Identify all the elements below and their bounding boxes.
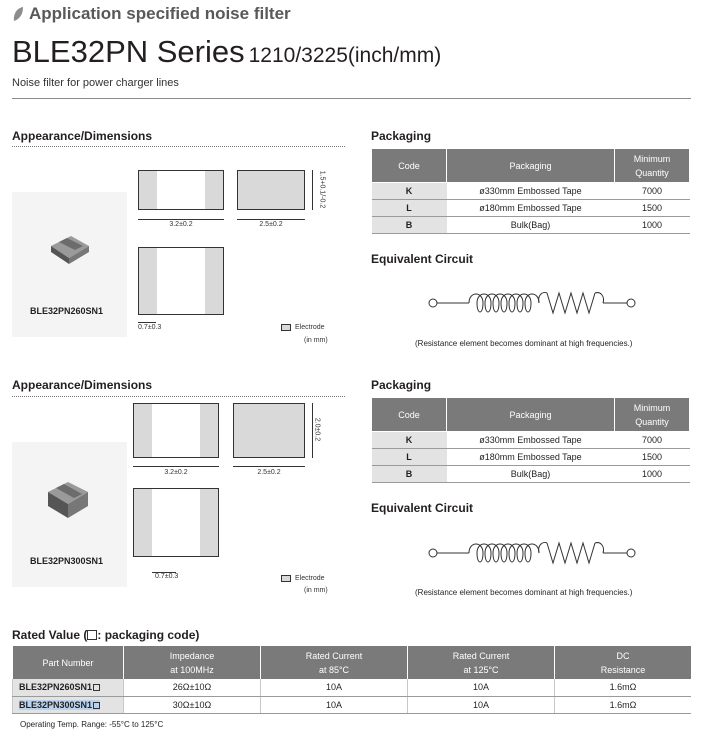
circuit-title-1: Equivalent Circuit bbox=[371, 252, 474, 266]
dim-electrode-label-1: 0.7±0.3 bbox=[138, 324, 162, 331]
dim-width-label-1: 2.5±0.2 bbox=[259, 221, 283, 228]
dim-line bbox=[133, 466, 219, 467]
circuit-caption-2: (Resistance element becomes dominant at … bbox=[415, 588, 633, 597]
packaging-title-2: Packaging bbox=[371, 378, 432, 392]
unit-label-1: (in mm) bbox=[304, 337, 328, 344]
dim-length-label-1: 3.2±0.2 bbox=[169, 221, 193, 228]
appearance-title-1: Appearance/Dimensions bbox=[12, 129, 153, 143]
dim-top-view-2 bbox=[133, 403, 219, 458]
dim-line bbox=[312, 170, 313, 210]
dim-line bbox=[312, 403, 313, 458]
col-header: Code bbox=[371, 397, 447, 432]
table-row: K ø330mm Embossed Tape 7000 bbox=[371, 431, 690, 449]
col-header: Packaging bbox=[446, 148, 615, 183]
section-divider bbox=[12, 146, 345, 147]
packaging-code-box bbox=[93, 701, 101, 709]
dim-side-view-1 bbox=[237, 170, 305, 210]
section-divider bbox=[12, 396, 345, 397]
chip-photo-2 bbox=[48, 482, 88, 518]
table-row: BLE32PN260SN1 26Ω±10Ω 10A 10A 1.6mΩ bbox=[12, 679, 691, 697]
table-row: L ø180mm Embossed Tape 1500 bbox=[371, 199, 690, 217]
electrode-legend-swatch bbox=[281, 324, 291, 331]
dim-line bbox=[233, 466, 305, 467]
table-row: L ø180mm Embossed Tape 1500 bbox=[371, 448, 690, 466]
electrode-legend-swatch bbox=[281, 575, 291, 582]
part-label-2: BLE32PN300SN1 bbox=[30, 556, 104, 566]
chip-photo-1 bbox=[51, 236, 89, 264]
table-row: B Bulk(Bag) 1000 bbox=[371, 216, 690, 234]
dim-front-view-2 bbox=[133, 488, 219, 557]
header-divider bbox=[12, 98, 691, 99]
product-photo-panel-1 bbox=[12, 192, 127, 337]
part-label-1: BLE32PN260SN1 bbox=[30, 306, 104, 316]
equivalent-circuit-diagram-1 bbox=[428, 291, 636, 315]
electrode-legend-1: Electrode bbox=[295, 324, 325, 331]
leaf-icon bbox=[13, 7, 23, 21]
dim-line bbox=[138, 322, 156, 323]
electrode-legend-2: Electrode bbox=[295, 575, 325, 582]
dim-length-label-2: 3.2±0.2 bbox=[164, 469, 188, 476]
size-code: 1210/3225(inch/mm) bbox=[248, 44, 442, 67]
circuit-caption-1: (Resistance element becomes dominant at … bbox=[415, 339, 633, 348]
col-header: Code bbox=[371, 148, 447, 183]
rated-title: Rated Value (: packaging code) bbox=[12, 628, 200, 642]
col-header: Packaging bbox=[446, 397, 615, 432]
packaging-title-1: Packaging bbox=[371, 129, 432, 143]
unit-label-2: (in mm) bbox=[304, 587, 328, 594]
series-name: BLE32PN Series bbox=[12, 34, 245, 69]
category-text: Application specified noise filter bbox=[29, 4, 291, 23]
subtitle: Noise filter for power charger lines bbox=[12, 77, 179, 89]
dim-line bbox=[138, 219, 224, 220]
dim-line bbox=[237, 219, 305, 220]
circuit-title-2: Equivalent Circuit bbox=[371, 501, 474, 515]
dim-width-label-2: 2.5±0.2 bbox=[257, 469, 281, 476]
packaging-code-box bbox=[87, 630, 98, 640]
category-heading: Application specified noise filter bbox=[12, 4, 291, 24]
dim-line bbox=[152, 572, 176, 573]
operating-temp-note: Operating Temp. Range: -55°C to 125°C bbox=[20, 720, 164, 729]
col-header: Part Number bbox=[12, 646, 124, 679]
packaging-code-box bbox=[93, 684, 101, 692]
dim-thickness-label-1: 1.5+0.1/-0.2 bbox=[318, 170, 326, 209]
appearance-title-2: Appearance/Dimensions bbox=[12, 378, 153, 392]
table-row: K ø330mm Embossed Tape 7000 bbox=[371, 182, 690, 200]
dim-side-view-2 bbox=[233, 403, 305, 458]
highlighted-part-number: BLE32PN300SN1 bbox=[19, 699, 101, 710]
dim-thickness-label-2: 2.0±0.2 bbox=[313, 417, 321, 442]
equivalent-circuit-diagram-2 bbox=[428, 541, 636, 565]
dim-electrode-label-2: 0.7±0.3 bbox=[155, 573, 179, 580]
table-row: BLE32PN300SN1 30Ω±10Ω 10A 10A 1.6mΩ bbox=[12, 696, 691, 714]
table-row: B Bulk(Bag) 1000 bbox=[371, 465, 690, 483]
dim-front-view-1 bbox=[138, 247, 224, 315]
dim-top-view-1 bbox=[138, 170, 224, 210]
